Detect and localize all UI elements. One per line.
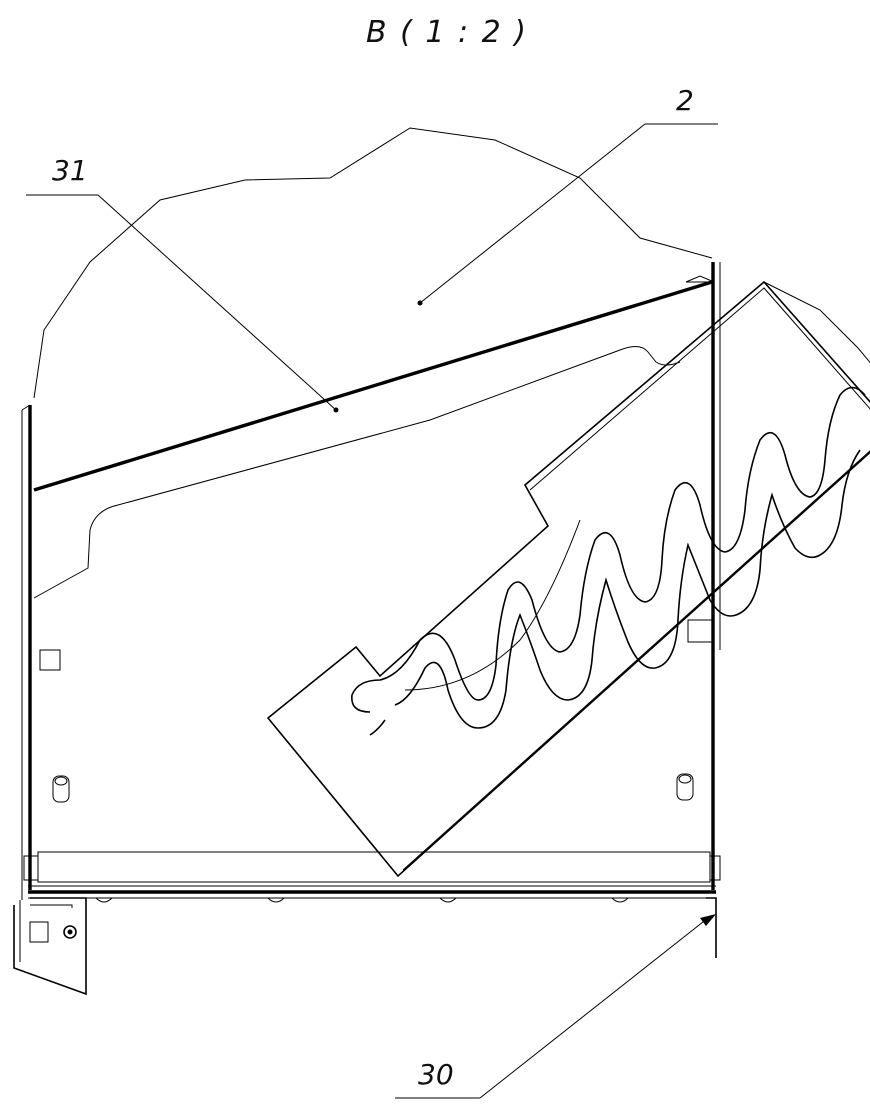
right-flange bbox=[706, 897, 717, 958]
callout-2-label: 2 bbox=[676, 84, 694, 117]
callout-30: 30 bbox=[395, 914, 716, 1099]
left-wall bbox=[21, 404, 32, 900]
bracket-31-profile bbox=[33, 346, 681, 599]
view-title: B ( 1 : 2 ) bbox=[366, 15, 528, 50]
rail-bolts bbox=[95, 897, 629, 903]
callout-2: 2 bbox=[417, 84, 718, 306]
heater-coil-inner bbox=[369, 449, 861, 736]
pin-left bbox=[52, 775, 70, 803]
callout-31-label: 31 bbox=[52, 154, 88, 187]
pin-right bbox=[676, 773, 694, 801]
callout-31: 31 bbox=[26, 154, 339, 413]
bottom-rail bbox=[23, 851, 721, 899]
break-line bbox=[33, 127, 713, 399]
bracket-top-edge bbox=[33, 280, 713, 492]
right-wall bbox=[685, 262, 721, 890]
right-break-line bbox=[763, 281, 870, 364]
heater-coil bbox=[351, 386, 866, 713]
heater-wire-link bbox=[404, 519, 581, 691]
bottom-left-clip bbox=[13, 897, 87, 996]
left-tab bbox=[39, 649, 61, 671]
callout-30-label: 30 bbox=[418, 1058, 454, 1091]
heater-plate bbox=[266, 280, 870, 878]
